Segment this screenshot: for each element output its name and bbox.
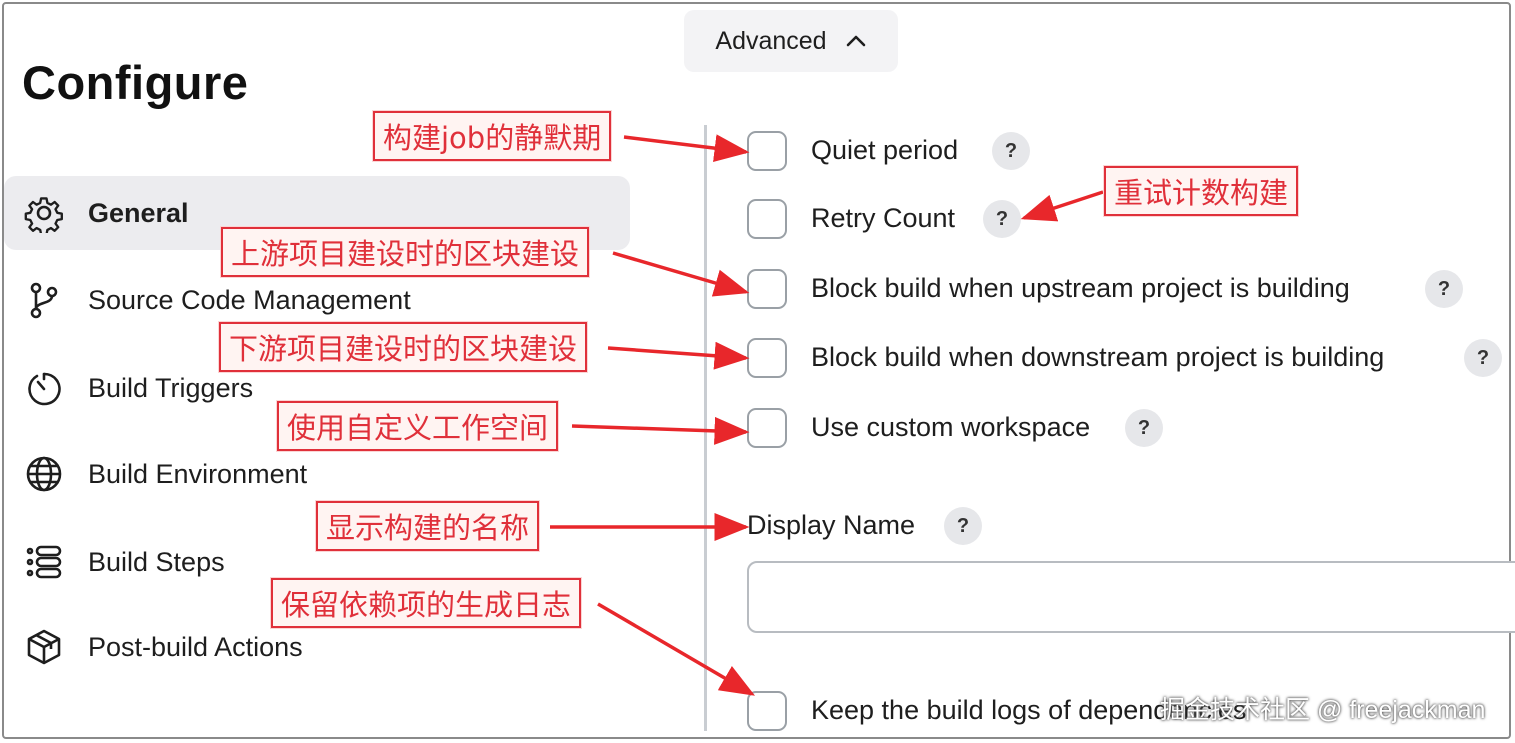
retry-count-label: Retry Count (811, 203, 956, 233)
branch-icon (24, 280, 64, 320)
block-upstream-label: Block build when upstream project is bui… (811, 273, 1350, 303)
annotation-display-name: 显示构建的名称 (316, 501, 540, 551)
display-name-label: Display Name (747, 510, 916, 540)
sidebar-item-label: Build Environment (88, 458, 308, 489)
display-name-help-icon[interactable]: ? (944, 507, 982, 545)
sidebar-item-build-steps[interactable]: Build Steps (4, 525, 630, 599)
retry-count-help-icon[interactable]: ? (983, 200, 1021, 238)
custom-workspace-help-icon[interactable]: ? (1125, 409, 1163, 447)
sidebar-item-label: Build Steps (88, 546, 225, 577)
sidebar-item-label: Post-build Actions (88, 631, 303, 662)
annotation-block-downstream: 下游项目建设时的区块建设 (219, 322, 588, 372)
custom-workspace-checkbox[interactable] (747, 408, 787, 448)
quiet-period-label: Quiet period (811, 135, 959, 165)
sidebar-item-label: General (88, 197, 189, 228)
annotation-block-upstream: 上游项目建设时的区块建设 (221, 227, 590, 277)
package-icon (24, 627, 64, 667)
annotation-custom-workspace: 使用自定义工作空间 (277, 401, 559, 451)
chevron-up-icon (845, 30, 867, 52)
timer-icon (24, 368, 64, 408)
content-divider (704, 125, 707, 731)
advanced-label: Advanced (715, 26, 827, 55)
block-upstream-help-icon[interactable]: ? (1425, 270, 1463, 308)
annotation-retry-count: 重试计数构建 (1104, 166, 1299, 216)
sidebar-item-label: Source Code Management (88, 284, 411, 315)
display-name-input[interactable] (747, 561, 1515, 633)
sidebar-item-build-environment[interactable]: Build Environment (4, 437, 630, 511)
watermark: 掘金技术社区 @ freejackman (1160, 696, 1486, 724)
quiet-period-help-icon[interactable]: ? (992, 132, 1030, 170)
custom-workspace-label: Use custom workspace (811, 412, 1091, 442)
globe-icon (24, 454, 64, 494)
gear-icon (24, 193, 64, 236)
block-downstream-label: Block build when downstream project is b… (811, 342, 1385, 372)
advanced-toggle-button[interactable]: Advanced (684, 10, 898, 72)
block-downstream-help-icon[interactable]: ? (1464, 339, 1502, 377)
quiet-period-checkbox[interactable] (747, 131, 787, 171)
sidebar-item-post-build-actions[interactable]: Post-build Actions (4, 610, 630, 684)
sidebar-item-source-code-management[interactable]: Source Code Management (4, 263, 630, 337)
sidebar-item-build-triggers[interactable]: Build Triggers (4, 351, 630, 425)
page-title: Configure (22, 56, 249, 109)
keep-build-logs-label: Keep the build logs of dependencies (811, 695, 1247, 725)
annotation-keep-logs: 保留依赖项的生成日志 (271, 578, 582, 628)
retry-count-checkbox[interactable] (747, 199, 787, 239)
sidebar-item-label: Build Triggers (88, 372, 254, 403)
block-downstream-checkbox[interactable] (747, 338, 787, 378)
keep-build-logs-checkbox[interactable] (747, 691, 787, 731)
list-icon (24, 542, 64, 582)
annotation-quiet-period: 构建job的静默期 (373, 111, 612, 161)
block-upstream-checkbox[interactable] (747, 269, 787, 309)
